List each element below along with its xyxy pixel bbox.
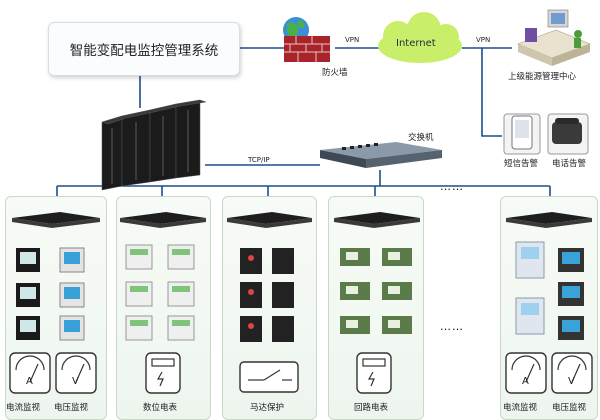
- gateway-1: [12, 212, 100, 224]
- gateway-4: [334, 212, 420, 224]
- voltmeter-symbol-2: [551, 352, 593, 394]
- voltage-meters-1: [59, 247, 85, 341]
- phone-alarm-label: 电话告警: [552, 159, 587, 169]
- gateway-3: [227, 212, 312, 224]
- ammeter-symbol-1: [9, 352, 51, 394]
- ellipsis-top: ……: [440, 180, 464, 193]
- ammeter-symbol-2: [505, 352, 547, 394]
- current-meters-1: [16, 248, 40, 340]
- upper-center-label: 上级能源管理中心: [508, 72, 577, 82]
- internet-label: Internet: [396, 38, 436, 49]
- motor-protectors: [240, 248, 294, 342]
- caption-current-monitor-2: 电流监视: [503, 403, 538, 413]
- gateway-5: [506, 212, 592, 224]
- meters-group-5: [515, 241, 584, 340]
- voltmeter-letter-2: V: [568, 376, 575, 387]
- caption-digital-meter: 数位电表: [143, 403, 178, 413]
- ammeter-letter-1: A: [26, 376, 33, 387]
- loop-meters: [340, 248, 412, 334]
- ammeter-letter-2: A: [522, 376, 529, 387]
- vpn-label-left: VPN: [345, 36, 360, 44]
- voltmeter-letter-1: V: [72, 376, 79, 387]
- voltmeter-symbol-1: [55, 352, 97, 394]
- gateway-2: [120, 212, 206, 224]
- ellipsis-bottom: ……: [440, 320, 464, 333]
- system-title-box: 智能变配电监控管理系统: [48, 22, 240, 76]
- firewall-label: 防火墙: [322, 68, 348, 78]
- digital-meter-symbol: [145, 352, 181, 394]
- telephone-icon: [552, 122, 582, 144]
- caption-loop-meter: 回路电表: [354, 403, 389, 413]
- caption-motor-protection: 马达保护: [250, 403, 285, 413]
- sms-alarm-label: 短信告警: [504, 159, 539, 169]
- caption-voltage-monitor-1: 电压监视: [54, 403, 89, 413]
- loop-meter-symbol: [356, 352, 392, 394]
- vpn-label-right: VPN: [476, 36, 491, 44]
- caption-voltage-monitor-2: 电压监视: [552, 403, 587, 413]
- switch-label: 交换机: [408, 133, 434, 143]
- system-title: 智能变配电监控管理系统: [69, 43, 219, 59]
- tcpip-label: TCP/IP: [248, 156, 270, 164]
- line-internet-alarms: [481, 48, 502, 137]
- caption-current-monitor-1: 电流监视: [6, 403, 41, 413]
